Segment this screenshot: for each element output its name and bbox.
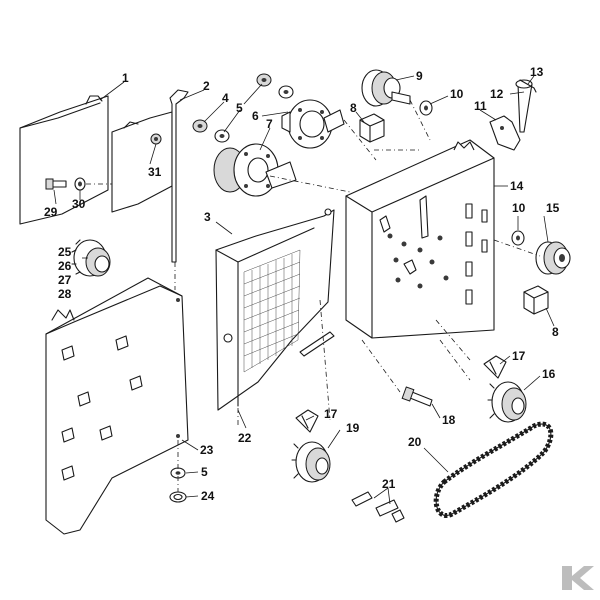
callout-1: 1 xyxy=(122,71,129,85)
callout-16: 16 xyxy=(542,367,556,381)
part-16-sprocket xyxy=(487,381,527,423)
part-8-block-upper xyxy=(359,113,385,143)
callout-28: 28 xyxy=(58,287,72,301)
part-6-hub xyxy=(281,99,345,149)
callout-30: 30 xyxy=(72,197,86,211)
part-1-box-covers xyxy=(19,95,173,225)
part-31-nut xyxy=(150,133,162,145)
part-5-washer-upper xyxy=(214,129,230,143)
part-25-sprocket xyxy=(71,239,111,277)
callout-8-lower: 8 xyxy=(552,325,559,339)
part-17-key-upper xyxy=(483,355,507,379)
part-18-bolt xyxy=(401,386,433,407)
callout-27: 27 xyxy=(58,273,72,287)
part-15-pulley xyxy=(535,241,571,275)
callout-19: 19 xyxy=(346,421,360,435)
callout-24: 24 xyxy=(201,489,215,503)
part-29-bolt xyxy=(45,178,67,190)
part-10-washer-upper xyxy=(419,100,433,116)
callout-15: 15 xyxy=(546,201,560,215)
callout-3: 3 xyxy=(204,210,211,224)
part-4-nut xyxy=(192,119,208,133)
brand-k-logo-icon xyxy=(562,566,594,590)
callout-12: 12 xyxy=(490,87,504,101)
callout-6: 6 xyxy=(252,109,259,123)
callout-5-lower: 5 xyxy=(201,465,208,479)
callout-4: 4 xyxy=(222,91,229,105)
callout-18: 18 xyxy=(442,413,456,427)
callout-numbers: 1 2 3 4 5 5 6 7 8 8 9 10 10 11 12 13 14 … xyxy=(44,65,560,503)
part-2-rod xyxy=(169,89,189,290)
callout-23: 23 xyxy=(200,443,214,457)
part-19-sprocket xyxy=(291,441,331,483)
callout-14: 14 xyxy=(510,179,524,193)
callout-10-lower: 10 xyxy=(512,201,526,215)
callout-26: 26 xyxy=(58,259,72,273)
callout-31: 31 xyxy=(148,165,162,179)
part-4-nut-right xyxy=(256,73,294,99)
part-10-washer-lower xyxy=(511,230,525,246)
callout-7: 7 xyxy=(266,117,273,131)
callout-17-lower: 17 xyxy=(324,407,338,421)
callout-10-upper: 10 xyxy=(450,87,464,101)
callout-29: 29 xyxy=(44,205,58,219)
callout-13: 13 xyxy=(530,65,544,79)
part-30-washer xyxy=(74,177,86,191)
part-13-pin xyxy=(515,79,533,133)
assembly-center-lines xyxy=(86,99,541,428)
part-9-pulley xyxy=(361,69,411,107)
callout-20: 20 xyxy=(408,435,422,449)
callout-2: 2 xyxy=(203,79,210,93)
part-24-washer xyxy=(169,491,187,503)
part-3-guard-panel xyxy=(215,208,335,411)
callout-21: 21 xyxy=(382,477,396,491)
callout-17-upper: 17 xyxy=(512,349,526,363)
part-7-sprocket-hub xyxy=(213,143,297,197)
callout-5-upper: 5 xyxy=(236,101,243,115)
part-8-block-lower xyxy=(523,285,549,315)
callout-22: 22 xyxy=(238,431,252,445)
part-17-key-lower xyxy=(295,409,319,433)
callout-9: 9 xyxy=(416,69,423,83)
callout-leader-lines xyxy=(53,75,555,505)
part-11-handle xyxy=(489,115,521,151)
part-12-clip xyxy=(519,79,537,93)
callout-8-upper: 8 xyxy=(350,101,357,115)
part-21-chain-link xyxy=(351,491,405,523)
part-20-chain xyxy=(433,421,554,518)
callout-25: 25 xyxy=(58,245,72,259)
callout-11: 11 xyxy=(474,99,487,113)
part-14-main-housing xyxy=(345,139,495,339)
part-23-side-bracket xyxy=(45,277,189,535)
